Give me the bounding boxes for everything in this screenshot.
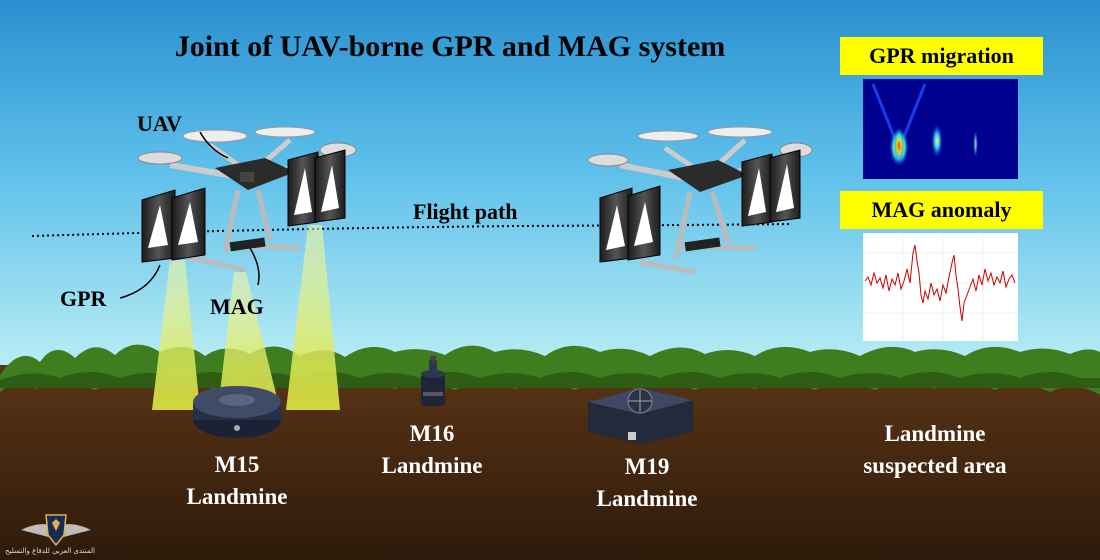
- mag-pointer: [249, 247, 260, 286]
- mag-label: MAG: [210, 294, 264, 319]
- m16-label: M16 Landmine: [352, 418, 512, 482]
- uav-drone-left: [137, 126, 357, 273]
- m19-landmine-icon: [588, 388, 693, 444]
- uav-drone-right: [587, 126, 813, 275]
- m19-name: M19: [624, 454, 670, 479]
- m19-type: Landmine: [596, 486, 698, 511]
- gpr-label: GPR: [60, 286, 107, 311]
- mag-anomaly-plot: [863, 233, 1018, 341]
- suspected-line2: suspected area: [863, 453, 1007, 478]
- uav-pointer: [199, 131, 229, 159]
- gpr-migration-plot: [863, 79, 1018, 179]
- gpr-migration-title: GPR migration: [840, 37, 1043, 75]
- m16-landmine-icon: [421, 356, 445, 406]
- forum-watermark-text: المنتدى العربي للدفاع والتسليح: [5, 547, 95, 555]
- m19-label: M19 Landmine: [567, 451, 727, 515]
- suspected-area-label: Landmine suspected area: [840, 418, 1030, 482]
- forum-watermark-logo: [21, 514, 91, 547]
- suspected-line1: Landmine: [884, 421, 986, 446]
- uav-label: UAV: [137, 111, 182, 136]
- mag-anomaly-title: MAG anomaly: [840, 191, 1043, 229]
- m15-landmine-icon: [193, 386, 281, 438]
- gpr-beam-left: [152, 260, 200, 410]
- m16-type: Landmine: [381, 453, 483, 478]
- mag-beam: [218, 272, 280, 410]
- m16-name: M16: [409, 421, 455, 446]
- gpr-pointer: [119, 264, 161, 299]
- gpr-beam-right: [286, 225, 340, 410]
- m15-name: M15: [214, 452, 260, 477]
- m15-label: M15 Landmine: [157, 449, 317, 513]
- gpr-migration-image: [863, 79, 1018, 179]
- m15-type: Landmine: [186, 484, 288, 509]
- grass-shadow: [0, 372, 1100, 388]
- flight-path-label: Flight path: [413, 199, 518, 224]
- diagram-title: Joint of UAV-borne GPR and MAG system: [174, 30, 726, 63]
- mag-anomaly-image: [863, 233, 1018, 341]
